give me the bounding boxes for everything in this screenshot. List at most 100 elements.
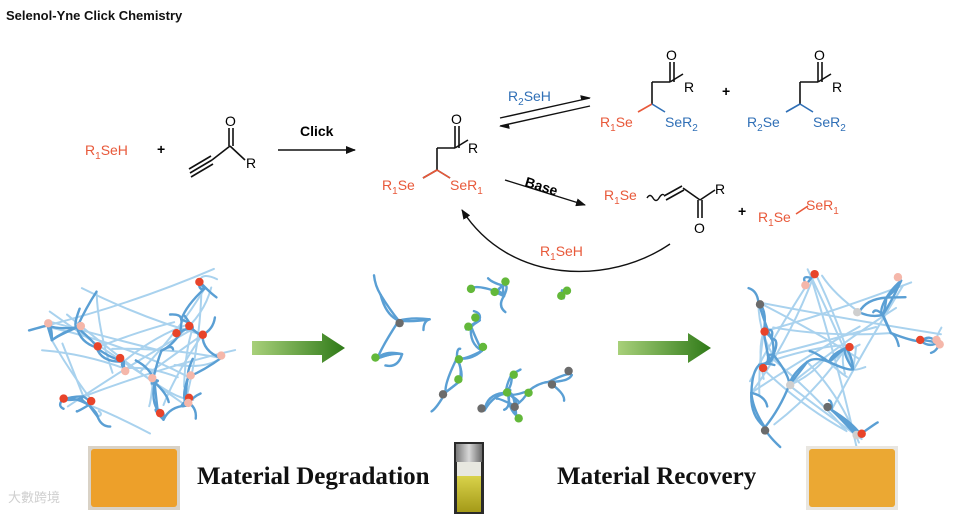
recovered-network (747, 268, 944, 449)
crosslink-node (395, 318, 404, 328)
polymer-chain (750, 325, 861, 394)
crosslink-node (758, 363, 768, 373)
polymer-chain (96, 415, 112, 428)
product2-r2se: R2Se (747, 114, 780, 134)
crosslink-node (172, 329, 181, 338)
crosslink-node (801, 280, 810, 290)
crosslink-node (185, 321, 194, 331)
polymer-chain (162, 333, 204, 407)
vinyl-r: R (715, 181, 725, 197)
polymer-chain (168, 313, 183, 321)
crosslink-node (932, 335, 941, 345)
crosslink-node (524, 388, 533, 397)
product2-ser2: SeR2 (813, 114, 846, 134)
exchange-product-2 (799, 62, 832, 104)
crosslink-node (547, 380, 557, 389)
crosslink-node (786, 380, 795, 390)
polymer-chain (444, 356, 459, 394)
crosslink-node (501, 277, 510, 286)
crosslink-node (454, 355, 464, 364)
adduct-oxygen: O (451, 111, 462, 127)
vinyl-r1se: R1Se (604, 187, 637, 207)
polymer-chain (757, 301, 942, 336)
return-reagent-label: R1SeH (540, 243, 583, 263)
vinyl-oxygen: O (694, 220, 705, 236)
crosslink-node (59, 394, 68, 403)
crosslink-node (195, 277, 204, 287)
polymer-chain (123, 366, 179, 379)
polymer-chain (773, 347, 847, 426)
degradation-arrow (252, 333, 345, 363)
crosslink-node (823, 402, 832, 412)
plus-sign-2: + (722, 83, 730, 99)
polymer-chain (527, 380, 550, 392)
polymer-chain (180, 287, 206, 321)
crosslink-node (198, 330, 207, 339)
crosslink-node (454, 375, 463, 384)
polymer-chain (772, 325, 878, 356)
polymer-chain (772, 326, 892, 336)
degraded-solution-vial (454, 442, 484, 514)
vinyl-enone-structure (663, 185, 716, 218)
polymer-chain (50, 326, 79, 342)
polymer-chain (499, 294, 507, 314)
crosslink-node (490, 287, 499, 297)
crosslink-node (760, 426, 770, 435)
intact-network (27, 267, 237, 435)
crosslink-node (509, 370, 518, 379)
crosslink-node (44, 319, 53, 328)
adduct-r: R (468, 140, 478, 156)
crosslink-node (115, 353, 125, 363)
crosslink-node (514, 414, 523, 423)
reactant-selenol: R1SeH (85, 142, 128, 162)
adduct-ser1: SeR1 (450, 177, 483, 197)
polymer-chain (805, 357, 831, 364)
crosslink-node (810, 269, 819, 279)
crosslink-node (477, 404, 486, 413)
polymer-chain (843, 346, 855, 371)
polymer-chain (889, 331, 900, 348)
polymer-chain (758, 364, 847, 432)
polymer-chain (750, 391, 767, 429)
crosslink-node (471, 313, 480, 322)
polymer-chain (372, 274, 382, 296)
original-sample-photo (88, 446, 180, 510)
polymer-chain (153, 381, 170, 404)
degradation-label: Material Degradation (197, 463, 430, 490)
crosslink-node (184, 398, 193, 408)
base-arrow (504, 179, 586, 207)
bis-selenide-adduct (422, 126, 469, 179)
exchange-reagent-label: R2SeH (508, 88, 551, 108)
exchange-equilibrium-arrows (499, 95, 591, 129)
polymer-chain (830, 284, 904, 411)
crosslink-node (853, 308, 862, 317)
crosslink-node (562, 286, 572, 295)
polymer-chain (750, 276, 815, 394)
product2-r: R (832, 79, 842, 95)
diselenide-ser1: SeR1 (806, 197, 839, 217)
crosslink-node (564, 366, 573, 376)
ynone-r: R (246, 155, 256, 171)
diselenide-r1se: R1Se (758, 209, 791, 229)
crosslink-node (155, 408, 165, 418)
product1-r: R (684, 79, 694, 95)
ynone-structure (188, 128, 246, 178)
recovered-sample-photo (806, 446, 898, 510)
crosslink-node (510, 402, 519, 412)
polymer-chain (486, 277, 505, 287)
crosslink-node (478, 342, 488, 352)
crosslink-node (148, 373, 157, 383)
figure-title: Selenol-Yne Click Chemistry (6, 8, 183, 23)
recovery-arrow (618, 333, 711, 363)
plus-sign-1: + (157, 141, 165, 157)
crosslink-node (464, 322, 473, 331)
recovery-label: Material Recovery (557, 463, 757, 490)
click-label: Click (300, 123, 334, 139)
adduct-r1se: R1Se (382, 177, 415, 197)
degraded-network (371, 274, 573, 423)
polymer-chain (472, 309, 482, 322)
crosslink-node (760, 327, 769, 336)
polymer-chain (763, 384, 791, 429)
polymer-chain (881, 279, 903, 317)
